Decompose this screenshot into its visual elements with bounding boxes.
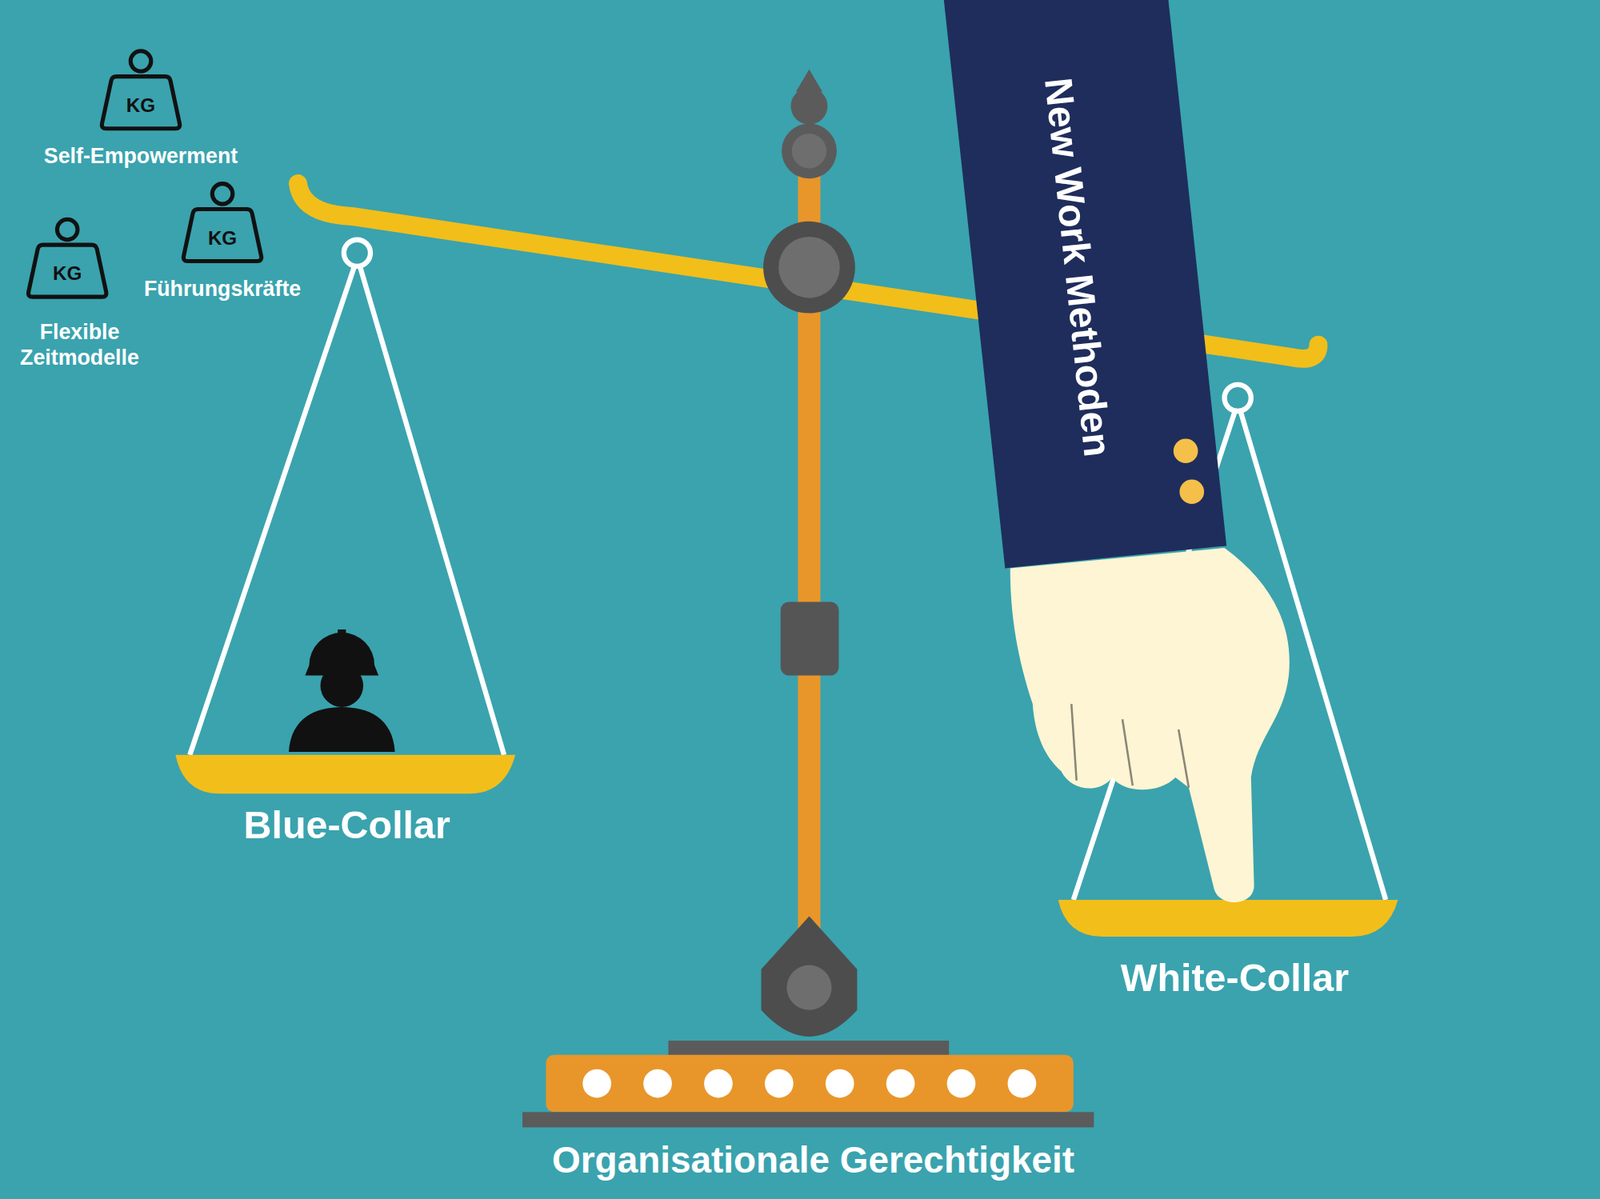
base-dot	[582, 1069, 612, 1099]
base-dot	[947, 1069, 976, 1099]
weight-ring	[212, 184, 233, 205]
ring	[1224, 384, 1252, 412]
sleeve-node: New Work Methoden	[948, 0, 1224, 562]
base-dot	[704, 1069, 733, 1099]
base-label: Organisationale Gerechtigkeit	[552, 1138, 1075, 1183]
left-pan	[175, 755, 516, 794]
pan-node: White-Collar	[1058, 877, 1399, 1005]
weight-caption: Führungskräfte	[144, 276, 301, 302]
base-dots	[582, 1069, 1036, 1099]
base-dot	[643, 1069, 672, 1099]
weight-ring	[130, 51, 152, 72]
base-dot	[764, 1069, 794, 1099]
sleeve	[944, 0, 1227, 568]
right-pan	[1058, 900, 1399, 937]
base-dot	[825, 1069, 855, 1099]
finger-line	[1071, 704, 1076, 781]
base	[545, 1055, 1073, 1112]
pole-band	[780, 602, 840, 676]
finial	[792, 133, 827, 168]
worker-icon	[288, 629, 396, 752]
finger-lines	[1071, 704, 1189, 788]
weight-label: KG	[126, 93, 156, 117]
cuff-button	[1179, 479, 1204, 504]
base-dot	[886, 1069, 916, 1099]
weight-icons	[28, 51, 262, 297]
ring	[344, 240, 371, 267]
helmet-ridge	[337, 629, 346, 652]
pivot	[763, 221, 856, 314]
scale-drawing	[28, 0, 1399, 1128]
base-foot-dot	[786, 965, 832, 1011]
base-plate	[522, 1112, 1094, 1128]
weight-ring	[56, 219, 78, 240]
weight-label: KG	[208, 226, 237, 250]
weight-caption: Self-Empowerment	[44, 143, 238, 169]
finial	[791, 88, 828, 125]
weight-body	[183, 208, 261, 261]
weight-body	[28, 244, 107, 297]
finger-line	[1122, 719, 1133, 786]
hand	[1010, 548, 1290, 903]
worker-body	[288, 707, 396, 752]
pivot	[778, 236, 840, 299]
base-node: Organisationale Gerechtigkeit	[515, 1036, 1102, 1189]
pan-label: Blue-Collar	[243, 801, 450, 848]
pan-node: Blue-Collar	[175, 602, 516, 853]
sleeve-label: New Work Methoden	[1035, 76, 1122, 460]
weight-caption: Flexible Zeitmodelle	[5, 319, 154, 371]
cuff-button	[1173, 438, 1199, 464]
weight-node: KGFlexible Zeitmodelle	[20, 216, 133, 380]
weight-node: KGSelf-Empowerment	[92, 45, 195, 173]
weight-body	[101, 76, 180, 129]
finial	[781, 123, 837, 179]
base-plate	[668, 1040, 949, 1057]
pan-label: White-Collar	[1120, 954, 1349, 1001]
weight-label: KG	[52, 261, 82, 285]
base-foot	[761, 916, 858, 1037]
finger-line	[1178, 729, 1189, 788]
left-strings	[189, 240, 504, 756]
base-dot	[1008, 1069, 1037, 1099]
string	[360, 267, 504, 756]
weight-node: KGFührungskräfte	[173, 181, 276, 304]
